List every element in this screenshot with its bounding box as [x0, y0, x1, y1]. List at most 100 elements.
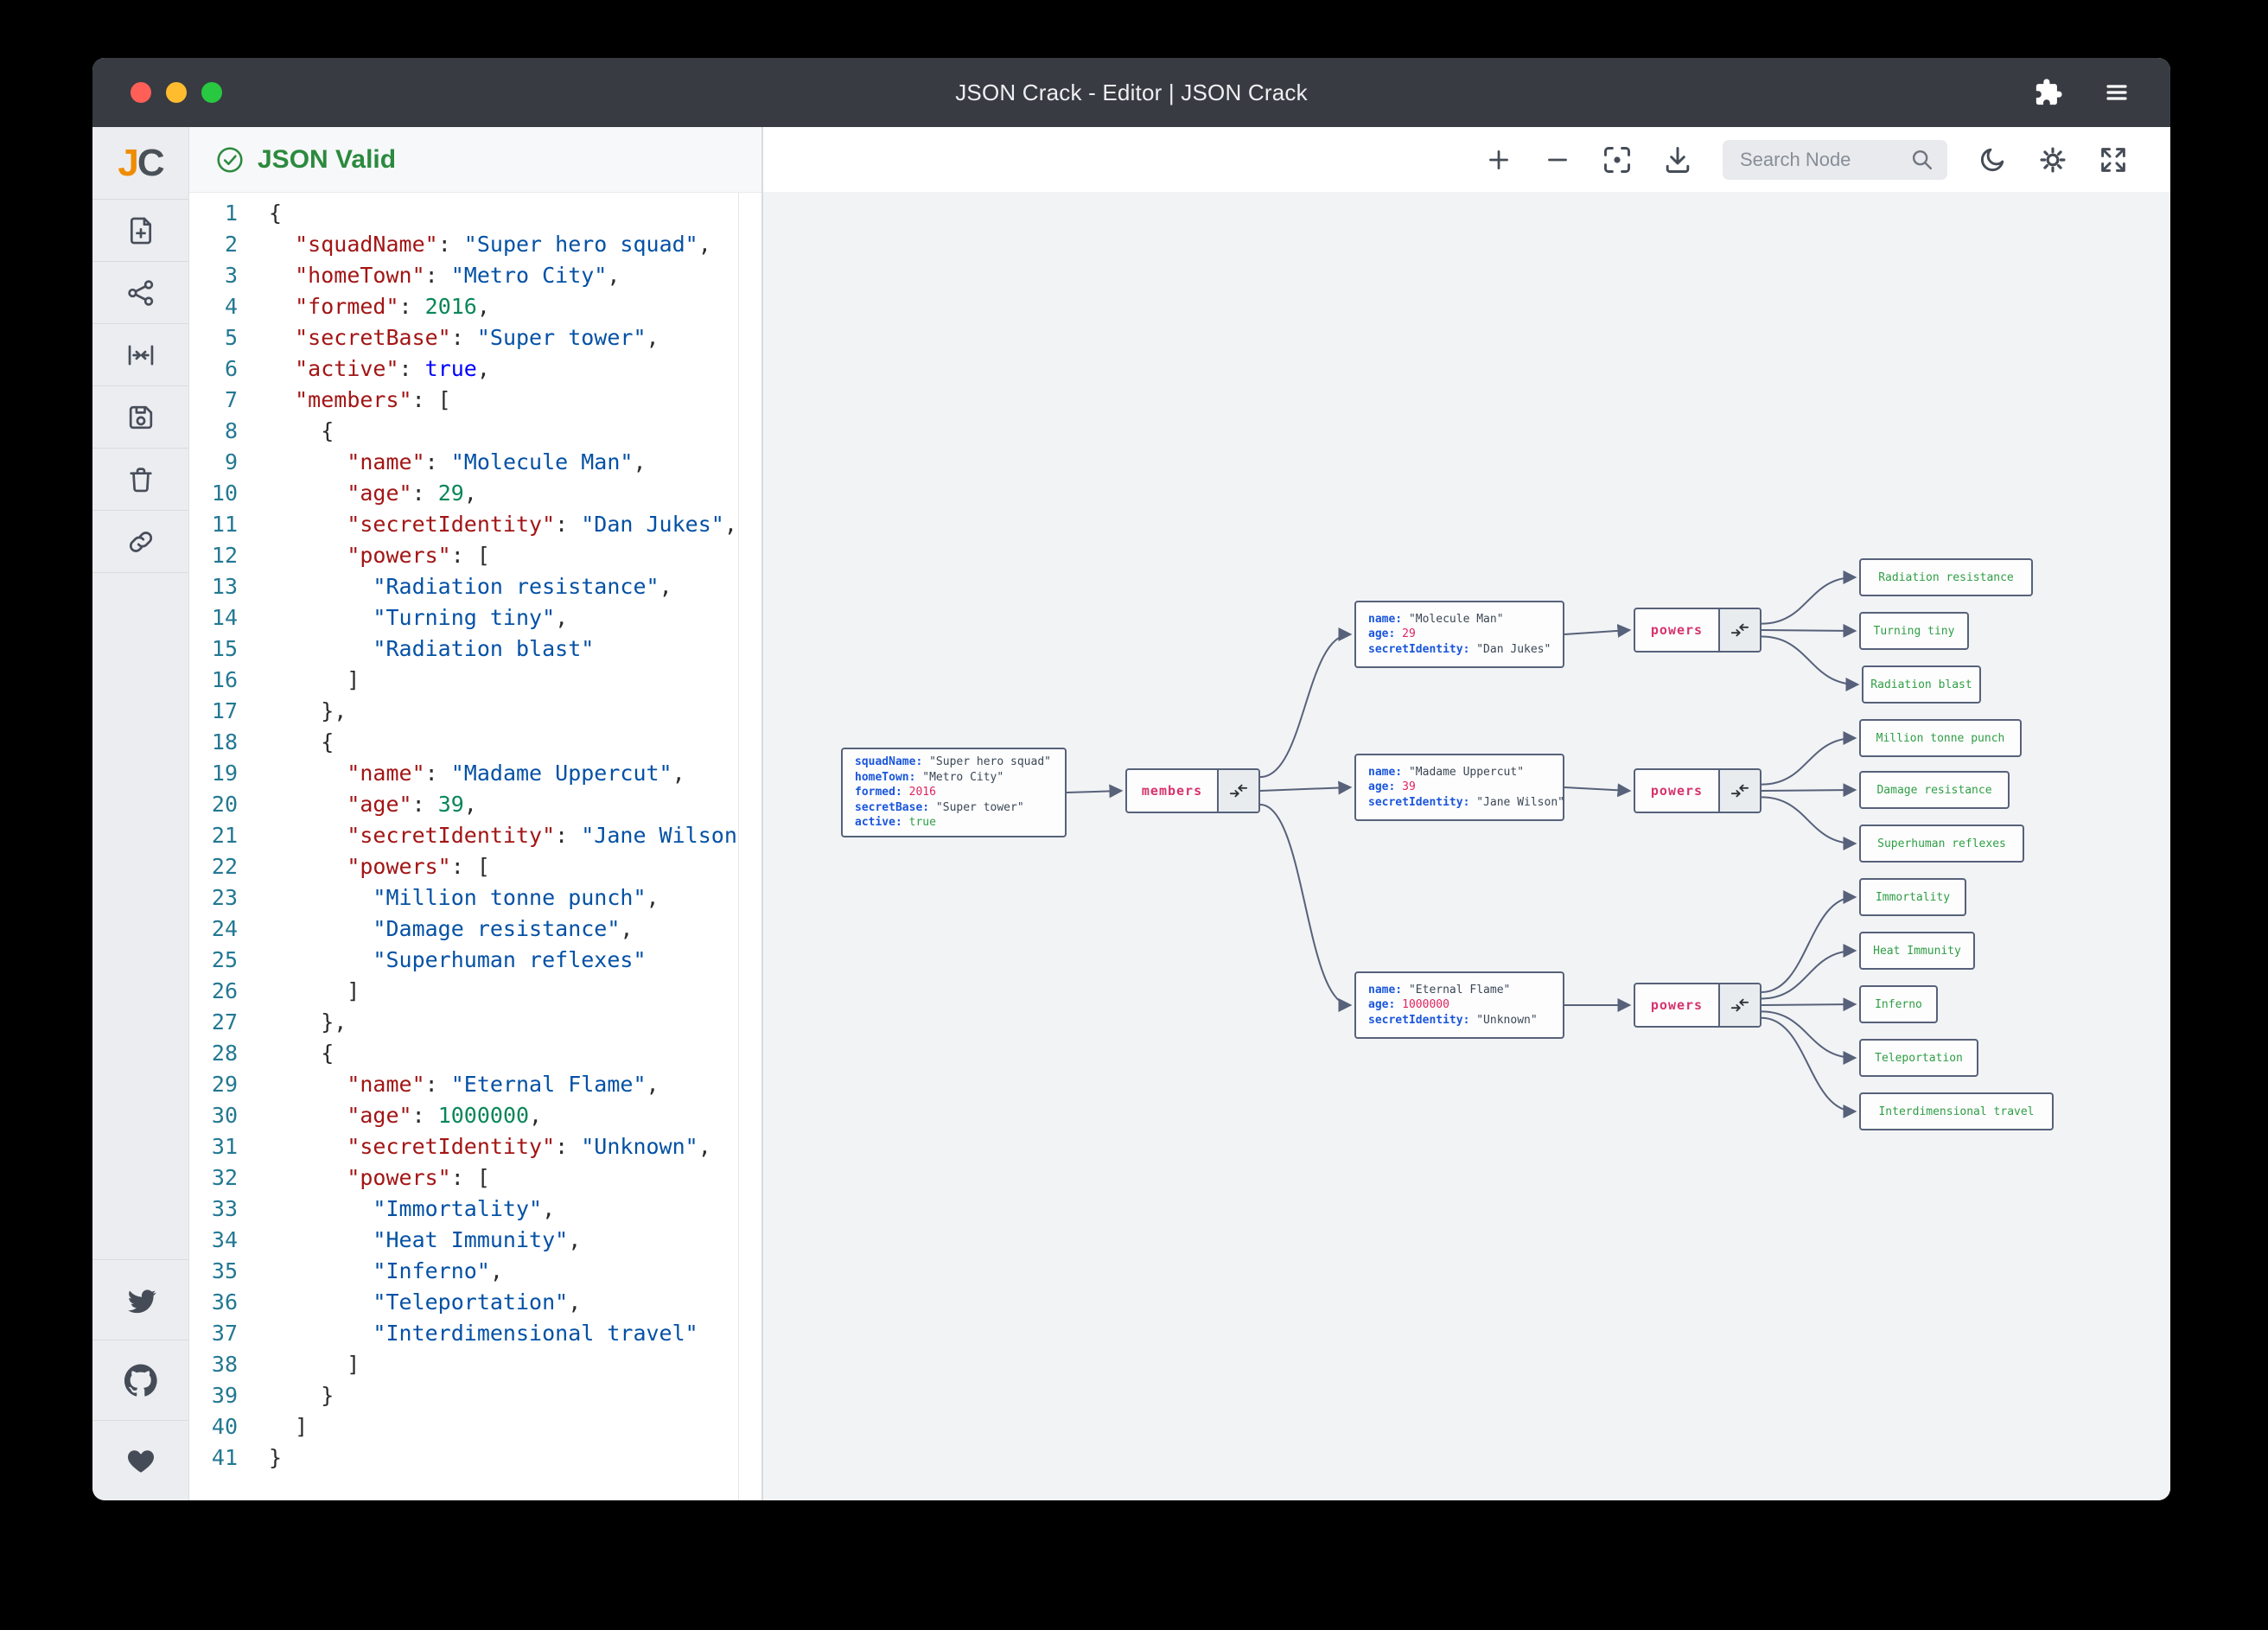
- line-number: 14: [211, 605, 238, 630]
- center-focus-button[interactable]: [1602, 144, 1633, 175]
- editor-line: 25 "Superhuman reflexes": [189, 945, 761, 976]
- editor-line: 4 "formed": 2016,: [189, 291, 761, 322]
- minimize-button[interactable]: [166, 82, 187, 103]
- graph-node-powers-2-collapse-button[interactable]: [1718, 770, 1760, 812]
- line-number: 32: [211, 1165, 238, 1190]
- graph-node-power-leaf[interactable]: Superhuman reflexes: [1859, 825, 2024, 863]
- graph-node-powers-1-label: powers: [1650, 622, 1704, 638]
- editor-line: 36 "Teleportation",: [189, 1287, 761, 1318]
- editor-line: 41}: [189, 1442, 761, 1474]
- sponsor-link[interactable]: [92, 1420, 188, 1500]
- line-number: 10: [211, 481, 238, 506]
- graph-node-power-leaf[interactable]: Interdimensional travel: [1859, 1092, 2054, 1130]
- settings-button[interactable]: [2037, 144, 2068, 175]
- graph-node-powers-3-collapse-button[interactable]: [1718, 984, 1760, 1026]
- json-valid-label: JSON Valid: [258, 144, 397, 174]
- download-image-button[interactable]: [1662, 144, 1693, 175]
- line-number: 2: [224, 232, 238, 257]
- zoom-in-button[interactable]: [1484, 145, 1513, 175]
- line-number: 40: [211, 1414, 238, 1439]
- line-number: 21: [211, 823, 238, 848]
- editor-line: 23 "Million tonne punch",: [189, 882, 761, 914]
- menu-icon[interactable]: [2103, 79, 2131, 106]
- editor-line: 34 "Heat Immunity",: [189, 1225, 761, 1256]
- line-number: 19: [211, 761, 238, 786]
- editor-line: 16 ]: [189, 665, 761, 696]
- github-link[interactable]: [92, 1340, 188, 1420]
- editor-line: 31 "secretIdentity": "Unknown",: [189, 1131, 761, 1162]
- github-icon: [124, 1364, 157, 1397]
- app-window: JSON Crack - Editor | JSON Crack JC: [92, 58, 2170, 1500]
- graph-node-powers-3[interactable]: powers: [1634, 983, 1762, 1028]
- delete-button[interactable]: [92, 449, 188, 511]
- graph-node-powers-1-collapse-button[interactable]: [1718, 609, 1760, 651]
- search-node-input[interactable]: [1738, 147, 1902, 172]
- dark-mode-button[interactable]: [1977, 144, 2008, 175]
- graph-node-power-leaf[interactable]: Heat Immunity: [1859, 932, 1975, 970]
- zoom-out-button[interactable]: [1543, 145, 1572, 175]
- sidebar: JC: [92, 127, 189, 1500]
- line-number: 1: [224, 201, 238, 226]
- link-icon: [129, 531, 152, 552]
- editor-line: 24 "Damage resistance",: [189, 914, 761, 945]
- graph-edges: [1066, 570, 1860, 1118]
- graph-node-power-leaf[interactable]: Million tonne punch: [1859, 719, 2022, 757]
- graph-node-power-leaf[interactable]: Immortality: [1859, 878, 1966, 916]
- line-number: 37: [211, 1321, 238, 1346]
- editor-line: 39 }: [189, 1380, 761, 1411]
- collapse-icon: [1229, 784, 1248, 798]
- fullscreen-button[interactable]: [2098, 144, 2129, 175]
- json-crack-logo[interactable]: JC: [92, 127, 188, 200]
- share-link-button[interactable]: [92, 511, 188, 573]
- graph-node-power-leaf[interactable]: Radiation resistance: [1859, 558, 2033, 596]
- twitter-link[interactable]: [92, 1259, 188, 1340]
- graph-node-powers-2[interactable]: powers: [1634, 768, 1762, 813]
- save-button[interactable]: [92, 386, 188, 449]
- collapse-icon: [1730, 998, 1749, 1012]
- extensions-puzzle-icon[interactable]: [2034, 78, 2063, 107]
- graph-node-members-collapse-button[interactable]: [1217, 770, 1258, 812]
- editor-line: 29 "name": "Eternal Flame",: [189, 1069, 761, 1100]
- twitter-icon: [127, 1289, 156, 1314]
- json-editor[interactable]: 1{2 "squadName": "Super hero squad",3 "h…: [189, 193, 761, 1500]
- share-graph-icon: [127, 279, 153, 306]
- line-number: 6: [224, 356, 238, 381]
- heart-icon: [127, 1450, 154, 1473]
- line-number: 41: [211, 1445, 238, 1470]
- graph-node-power-leaf[interactable]: Inferno: [1859, 985, 1938, 1023]
- graph-node-power-leaf[interactable]: Radiation blast: [1862, 665, 1981, 704]
- graph-node-powers-1[interactable]: powers: [1634, 608, 1762, 653]
- graph-node-power-leaf[interactable]: Damage resistance: [1859, 771, 2010, 809]
- graph-node-members[interactable]: members: [1125, 768, 1260, 813]
- editor-line: 13 "Radiation resistance",: [189, 571, 761, 602]
- window-title: JSON Crack - Editor | JSON Crack: [955, 79, 1308, 105]
- search-icon: [1912, 150, 1933, 169]
- fold-width-button[interactable]: [92, 324, 188, 386]
- title-bar: JSON Crack - Editor | JSON Crack: [92, 58, 2170, 127]
- line-number: 23: [211, 885, 238, 910]
- graph-canvas[interactable]: squadName: "Super hero squad"homeTown: "…: [763, 192, 2170, 1500]
- line-number: 33: [211, 1196, 238, 1221]
- line-number: 8: [224, 418, 238, 443]
- line-number: 13: [211, 574, 238, 599]
- editor-line: 3 "homeTown": "Metro City",: [189, 260, 761, 291]
- graph-node-power-leaf[interactable]: Turning tiny: [1859, 612, 1969, 650]
- graph-node-root[interactable]: squadName: "Super hero squad"homeTown: "…: [841, 748, 1067, 837]
- new-document-icon: [130, 217, 151, 244]
- editor-line: 18 {: [189, 727, 761, 758]
- zoom-button[interactable]: [201, 82, 222, 103]
- line-number: 29: [211, 1072, 238, 1097]
- editor-line: 2 "squadName": "Super hero squad",: [189, 229, 761, 260]
- editor-line: 27 },: [189, 1007, 761, 1038]
- editor-status-bar: JSON Valid: [189, 127, 761, 193]
- graph-node-power-leaf[interactable]: Teleportation: [1859, 1039, 1978, 1077]
- editor-line: 21 "secretIdentity": "Jane Wilson",: [189, 820, 761, 851]
- graph-view-button[interactable]: [92, 262, 188, 324]
- new-document-button[interactable]: [92, 200, 188, 262]
- close-button[interactable]: [131, 82, 151, 103]
- editor-scrollbar[interactable]: [738, 193, 761, 1500]
- editor-line: 7 "members": [: [189, 385, 761, 416]
